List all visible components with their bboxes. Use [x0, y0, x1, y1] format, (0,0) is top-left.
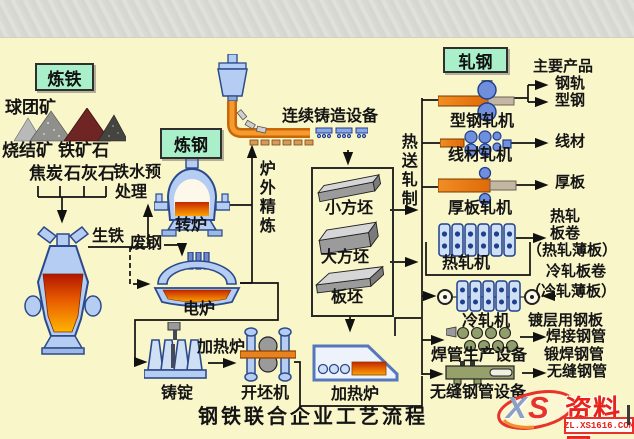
- label-small-billet: 小方坯: [325, 200, 374, 217]
- label-continuous-casting: 连续铸造设备: [282, 108, 379, 125]
- label-plate-mill: 厚板轧机: [448, 200, 513, 217]
- label-product-plate: 厚板: [555, 175, 586, 191]
- label-product-rail: 钢轨: [555, 76, 586, 92]
- label-product-welded-pipe: 焊接钢管: [546, 329, 607, 345]
- label-product-seamless-pipe: 无缝钢管: [547, 364, 608, 380]
- label-ingot-casting: 铸锭: [161, 385, 194, 402]
- watermark-url: ZL.XS1616.COM: [564, 417, 634, 434]
- label-electric-furnace: 电炉: [183, 301, 216, 318]
- label-hot-charge-rolling: 热送轧制: [398, 133, 416, 209]
- label-product-coated-sheet: 镀层用钢板: [528, 313, 604, 329]
- label-seamless-pipe-plant: 无缝钢管设备: [430, 384, 527, 401]
- label-pig-iron: 生铁: [92, 228, 125, 245]
- electric-furnace-icon: [153, 252, 241, 307]
- label-hot-metal-pretreat-2: 处理: [115, 184, 148, 201]
- label-welded-pipe-plant: 焊管生产设备: [431, 347, 528, 364]
- cold-mill-icon: [437, 280, 540, 312]
- slab-icon: [315, 265, 385, 294]
- label-converter: 转炉: [175, 217, 208, 234]
- label-sinter: 烧结矿: [2, 141, 53, 160]
- label-product-hot-coil-2: 板卷: [550, 226, 581, 242]
- billet-blocks-icon: [315, 173, 385, 294]
- label-product-hot-coil-3: （热轧薄板）: [527, 243, 618, 259]
- hot-strip-mill-icon: [438, 223, 516, 257]
- label-blooming-mill: 开坯机: [241, 385, 290, 402]
- plate-mill-icon: [438, 166, 517, 206]
- caster-ladle-icon: [217, 54, 368, 146]
- label-hot-strip-mill: 热轧机: [442, 255, 491, 272]
- label-reheating-furnace-2: 加热炉: [331, 386, 380, 403]
- label-bloom: 大方坯: [321, 249, 370, 266]
- label-product-cold-coil-1: 冷轧板卷: [546, 264, 607, 280]
- watermark-s: S: [528, 390, 549, 425]
- ore-piles-icon: [14, 108, 126, 142]
- wire-rod-mill-icon: [440, 130, 512, 157]
- diagram-title: 钢铁联合企业工艺流程: [198, 406, 428, 428]
- label-wire-rod-mill: 线材轧机: [448, 147, 513, 164]
- reheating-furnace-icon: [312, 344, 399, 382]
- bloom-icon: [318, 221, 379, 255]
- cast-products-box: [311, 167, 394, 317]
- label-product-hot-coil-1: 热轧: [550, 209, 581, 225]
- watermark-x: X: [506, 390, 527, 425]
- watermark-logo: X S 资料网 ZL.XS1616.COM: [494, 384, 634, 439]
- label-limestone: 石灰石: [64, 164, 115, 183]
- label-product-cold-coil-2: （冷轧薄板）: [526, 284, 617, 300]
- label-product-wire-rod: 线材: [555, 134, 586, 150]
- label-cold-mill: 冷轧机: [462, 313, 511, 330]
- label-scrap: 废钢: [130, 235, 163, 252]
- label-iron-ore: 铁矿石: [58, 141, 109, 160]
- watermark-ellipse-icon: [497, 390, 575, 430]
- label-product-forge-welded-pipe: 锻焊钢管: [544, 347, 605, 363]
- label-products-header: 主要产品: [533, 59, 594, 75]
- small-billet-icon: [317, 173, 382, 203]
- welded-pipe-machine-icon: [446, 326, 519, 353]
- label-product-section: 型钢: [555, 93, 586, 109]
- converter-icon: [154, 158, 230, 237]
- stage-tag-rolling: 轧钢: [443, 47, 508, 73]
- stage-tag-ironmaking: 炼铁: [35, 63, 94, 91]
- blooming-mill-icon: [240, 327, 296, 382]
- label-pellet: 球团矿: [5, 98, 56, 117]
- blast-furnace-icon: [24, 225, 102, 355]
- label-section-mill: 型钢轧机: [450, 113, 515, 130]
- section-mill-icon: [438, 80, 515, 122]
- label-coke: 焦炭: [29, 164, 63, 183]
- top-texture-band: [0, 0, 634, 38]
- label-secondary-refining: 炉外精炼: [256, 160, 274, 236]
- label-reheating-furnace-1: 加热炉: [197, 339, 246, 356]
- edge-artifact: [627, 405, 630, 425]
- stage-tag-steelmaking: 炼钢: [160, 128, 222, 159]
- label-slab: 板坯: [331, 289, 364, 306]
- ingot-casting-icon: [144, 322, 207, 379]
- label-hot-metal-pretreat-1: 铁水预: [113, 164, 162, 181]
- seamless-pipe-machine-icon: [445, 361, 515, 385]
- conveyor-icon: [315, 127, 368, 139]
